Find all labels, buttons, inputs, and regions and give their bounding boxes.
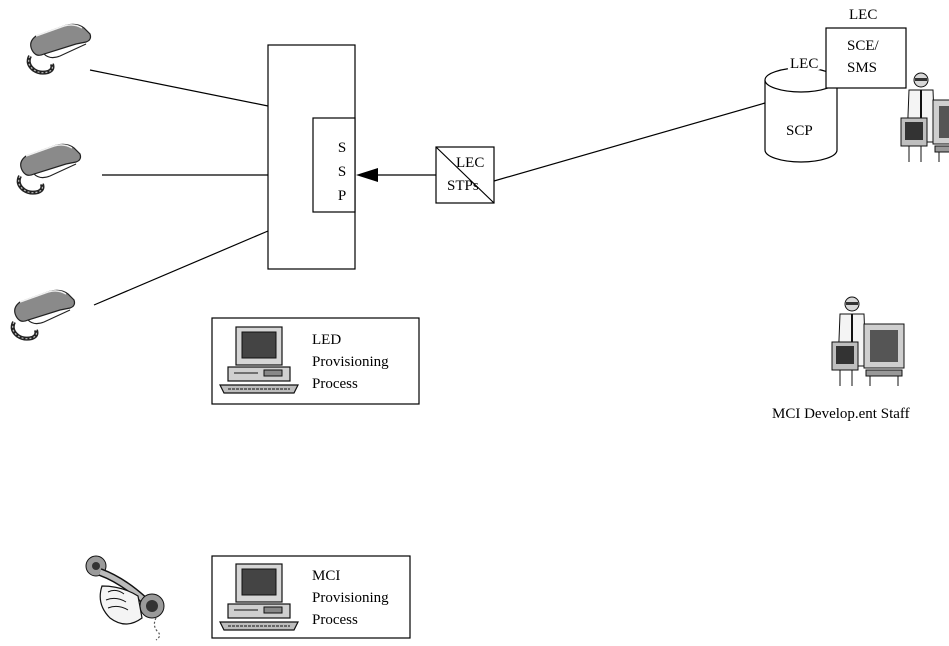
telephone-icon — [26, 22, 93, 75]
sms-label: SMS — [847, 60, 877, 76]
scp-database — [764, 67, 838, 163]
led-process-line3: Process — [312, 376, 358, 392]
stp-label: STPs — [447, 178, 479, 194]
subscriber-line — [89, 69, 269, 107]
signaling-link — [493, 102, 766, 182]
mci-process-line2: Provisioning — [312, 590, 389, 606]
scp-label: SCP — [786, 123, 813, 139]
mci-process-line3: Process — [312, 612, 358, 628]
telephone-icon — [16, 142, 83, 195]
led-process-line1: LED — [312, 332, 341, 348]
stp-diagonal — [435, 146, 495, 204]
ssp-letter: S — [338, 140, 346, 156]
scp-owner-label: LEC — [790, 56, 818, 72]
telephone-icon — [10, 288, 77, 341]
staff-label: MCI Develop.ent Staff — [772, 406, 910, 422]
developer-at-workstation-icon — [831, 296, 905, 387]
ssp-letter: S — [338, 164, 346, 180]
developer-at-workstation-icon — [900, 72, 949, 163]
sce-owner-label: LEC — [849, 7, 877, 23]
sce-label: SCE/ — [847, 38, 880, 54]
arrowhead — [356, 168, 378, 182]
led-process-line2: Provisioning — [312, 354, 389, 370]
ssp-box — [312, 117, 356, 213]
subscriber-line — [93, 230, 269, 306]
handset-in-hand-icon — [85, 555, 165, 641]
sce-sms-box — [825, 27, 907, 89]
mci-process-line1: MCI — [312, 568, 340, 584]
stp-owner-label: LEC — [456, 155, 484, 171]
ssp-letter: P — [338, 188, 346, 204]
